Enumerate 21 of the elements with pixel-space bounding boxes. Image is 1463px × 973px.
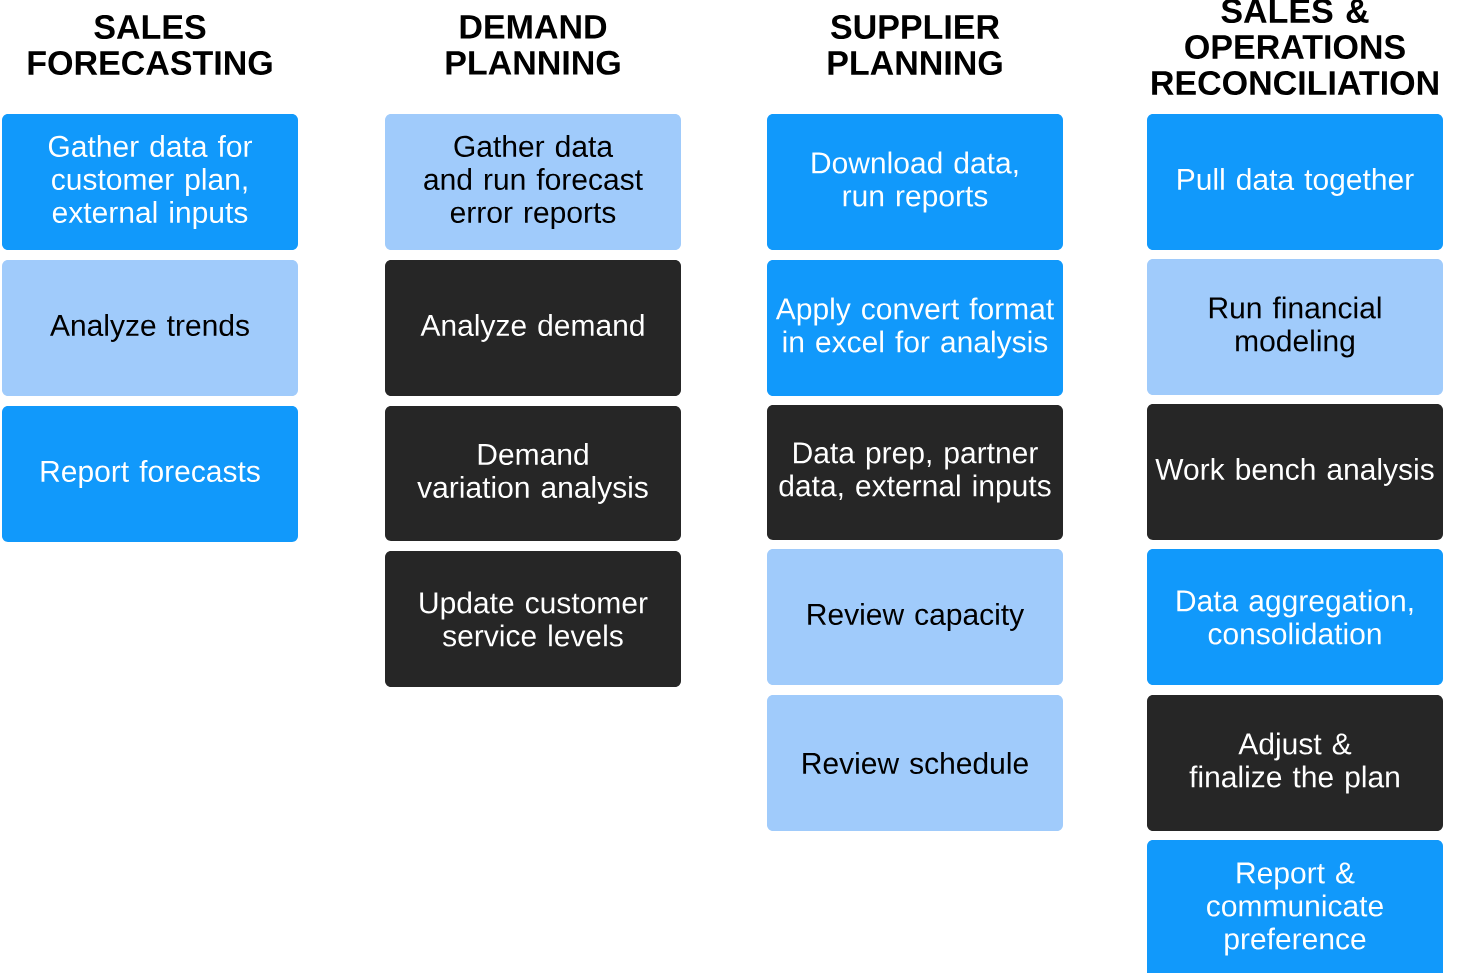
process-box: Demand variation analysis <box>385 406 681 541</box>
process-box: Run financial modeling <box>1147 259 1443 395</box>
process-box: Report forecasts <box>2 406 298 542</box>
process-box: Data prep, partner data, external inputs <box>767 405 1063 540</box>
process-box: Adjust & finalize the plan <box>1147 695 1443 831</box>
process-box: Analyze demand <box>385 260 681 396</box>
process-box: Gather data and run forecast error reports <box>385 114 681 250</box>
process-box: Apply convert format in excel for analysis <box>767 260 1063 396</box>
process-box: Gather data for customer plan, external inputs <box>2 114 298 250</box>
process-box: Download data, run reports <box>767 114 1063 250</box>
process-box: Work bench analysis <box>1147 404 1443 540</box>
column-heading: SALES FORECASTING <box>28 14 272 76</box>
column-heading: SUPPLIER PLANNING <box>828 14 1002 76</box>
process-box: Pull data together <box>1147 114 1443 250</box>
process-box: Analyze trends <box>2 260 298 396</box>
process-box: Review capacity <box>767 549 1063 685</box>
process-box: Review schedule <box>767 695 1063 831</box>
process-box: Report & communicate preference <box>1147 840 1443 973</box>
process-box: Update customer service levels <box>385 551 681 687</box>
process-box: Data aggregation, consolidation <box>1147 549 1443 685</box>
column-heading: DEMAND PLANNING <box>446 15 620 75</box>
